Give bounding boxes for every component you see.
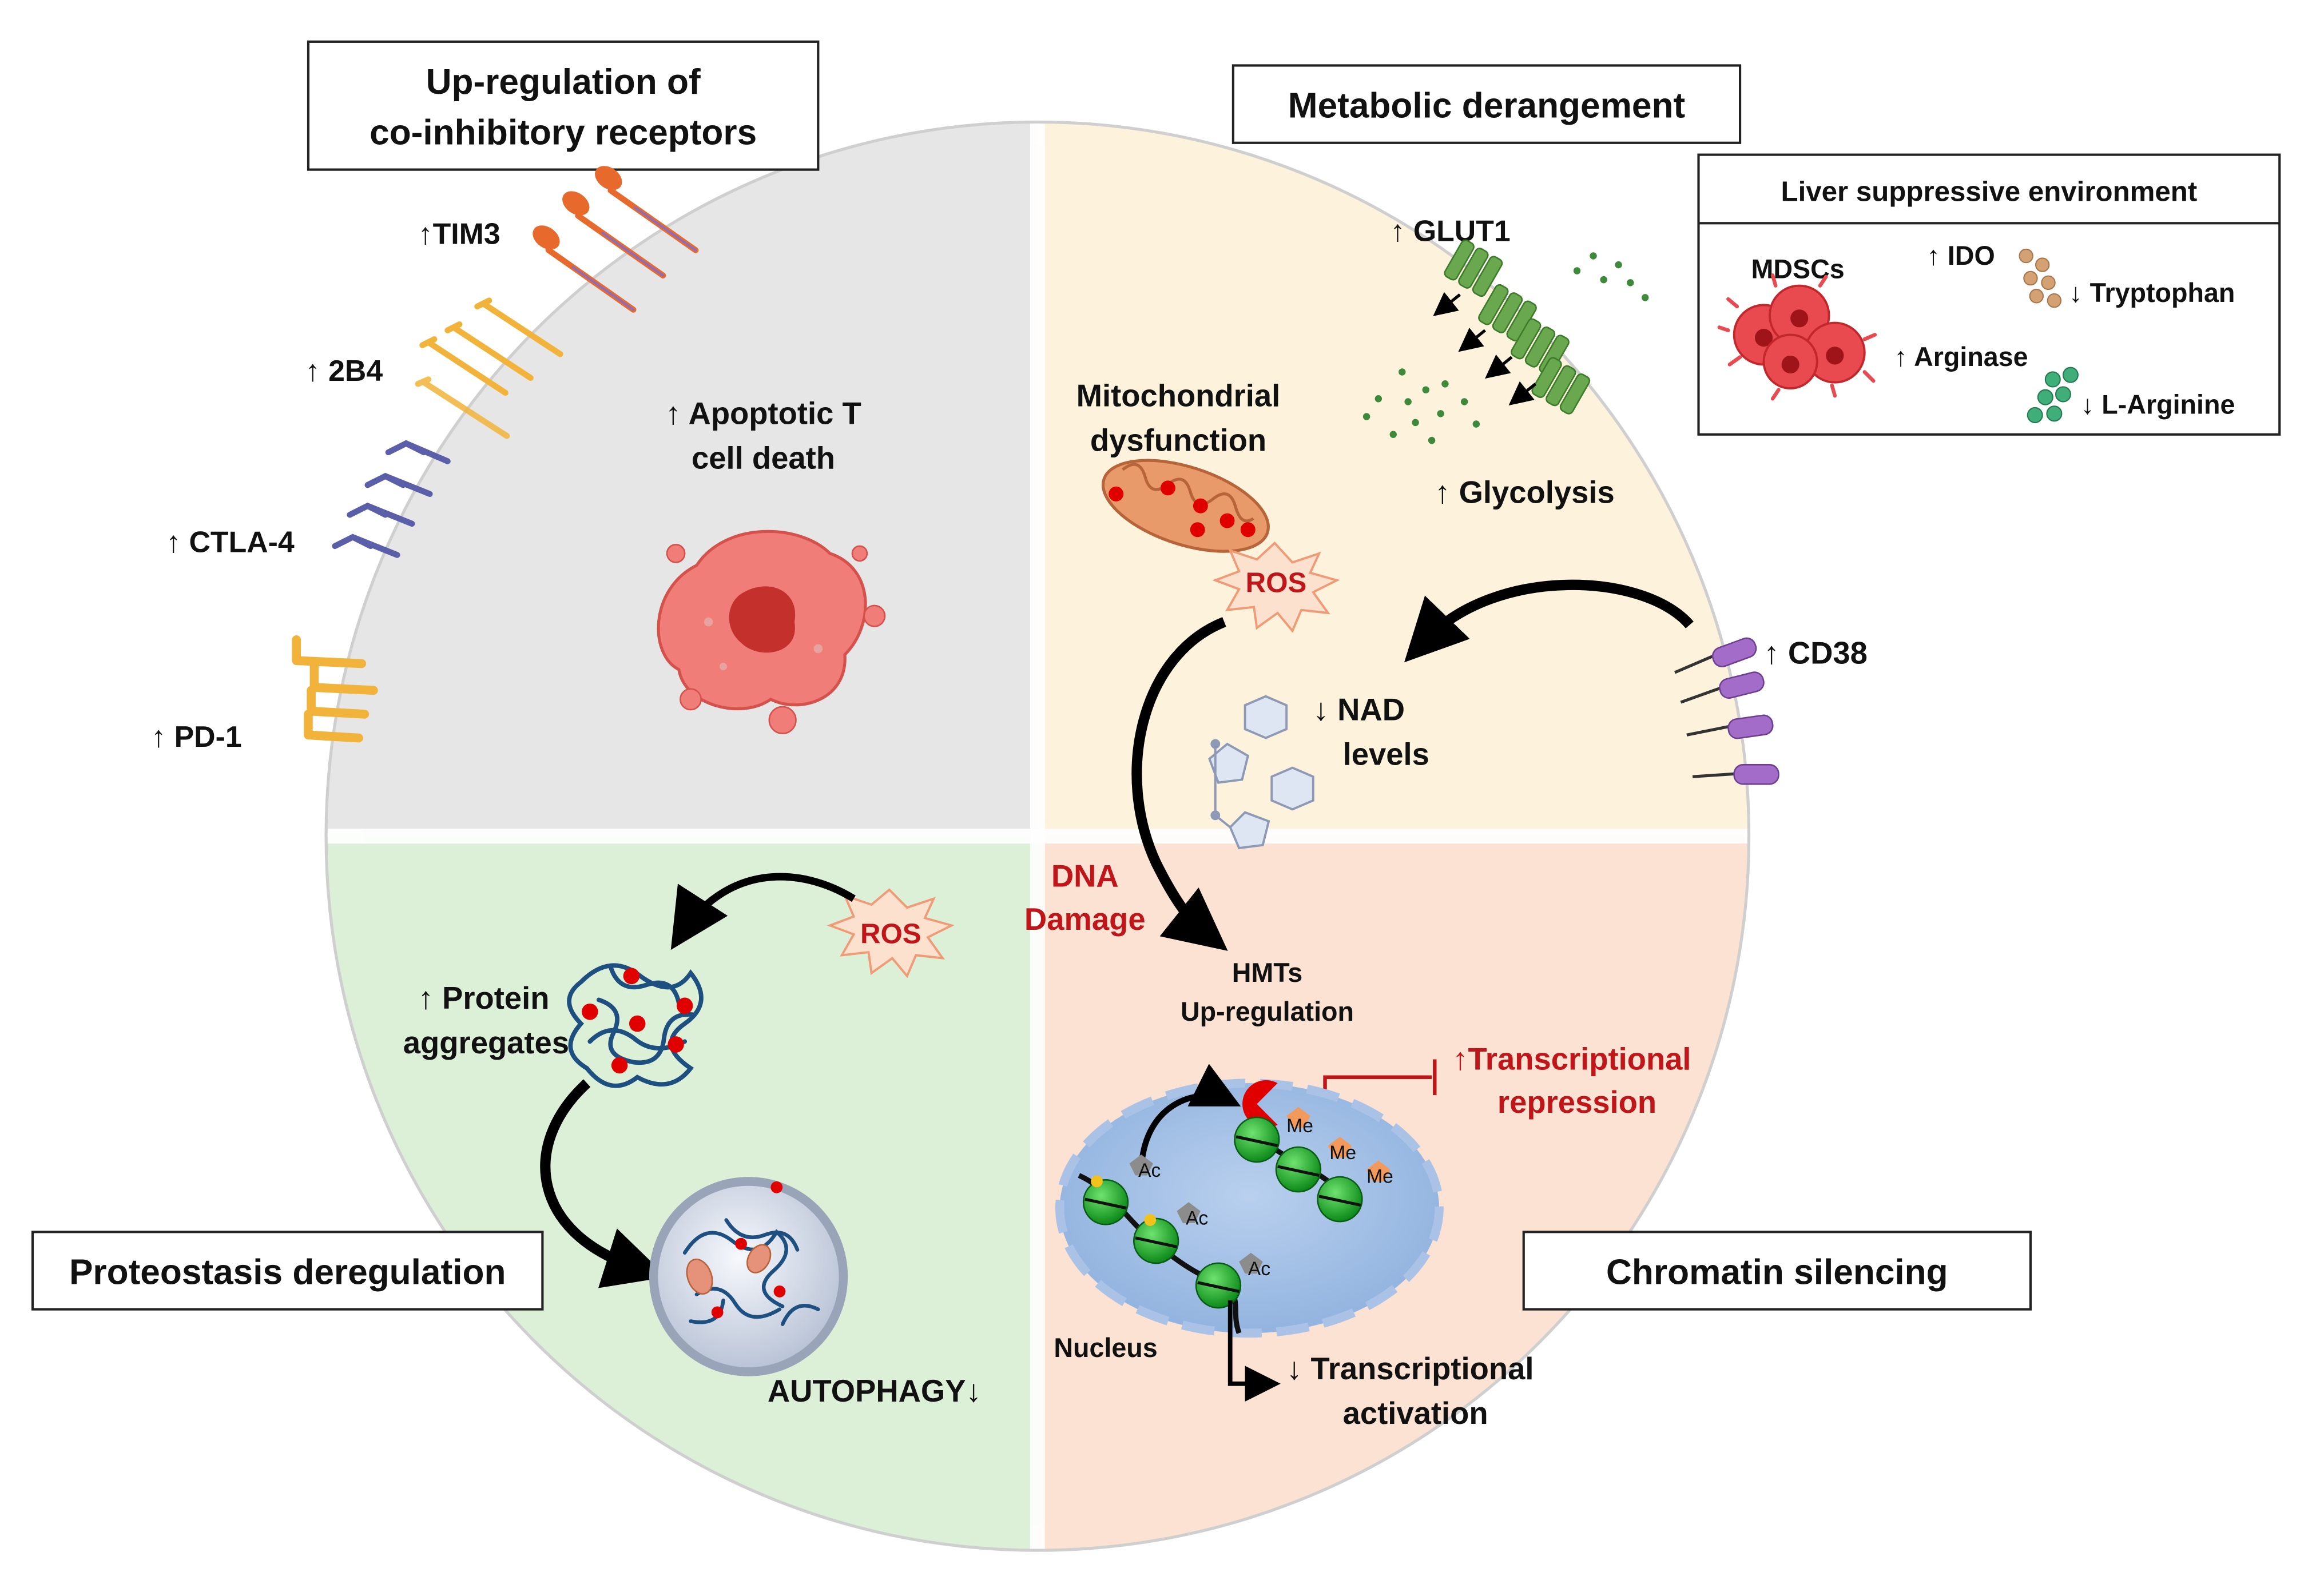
apoptotic-label-line1: ↑ Apoptotic T [665,396,861,431]
glucose-uptake-arrows [1433,292,1537,406]
receptor-labels: ↑TIM3 ↑ 2B4 ↑ CTLA-4 ↑ PD-1 [151,218,500,754]
pd1-receptor-icon [292,635,378,743]
chromatin-title: Chromatin silencing [1606,1252,1948,1292]
glut1-label: ↑ GLUT1 [1391,214,1511,248]
autophagosome-icon [649,1177,848,1376]
liver-environment-box: Liver suppressive environment MDSCs ↑ ID… [1697,153,2281,436]
mdscs-label: MDSCs [1751,254,1845,284]
pd1-label: ↑ PD-1 [151,721,241,754]
mitochondrial-label-line1: Mitochondrial [1076,378,1281,413]
me-tag-2: Me [1329,1142,1356,1164]
quadrant-circle [326,122,1749,1551]
transcriptional-activation-label-line2: activation [1343,1396,1488,1431]
2b4-label: ↑ 2B4 [305,355,383,388]
ctla4-label: ↑ CTLA-4 [166,526,295,559]
glut1-transporter-icon [1444,239,1591,415]
ac-tags: Ac Ac Ac [1129,1155,1270,1280]
ros-to-hmts-arrow [1131,617,1228,951]
hmt-enzyme-icon [1242,1080,1278,1128]
coinhibitory-title-line2: co-inhibitory receptors [370,113,757,152]
dna-damage-label-line1: DNA [1051,859,1119,894]
tryptophan-label: ↓ Tryptophan [2069,278,2235,308]
2b4-receptor-icon [415,297,563,439]
me-tag-3: Me [1366,1165,1393,1187]
apoptotic-label-line2: cell death [692,440,835,475]
me-tag-1: Me [1286,1115,1313,1137]
nad-label-line1: ↓ NAD [1313,692,1405,727]
protein-aggregate-icon [567,963,704,1088]
cd38-label: ↑ CD38 [1764,635,1868,670]
coinhibitory-title-line1: Up-regulation of [426,62,701,102]
nucleus-label: Nucleus [1054,1333,1157,1363]
transcriptional-activation-arrow [1227,1300,1281,1402]
cd38-to-nad-arrow [1404,579,1694,663]
metabolic-title: Metabolic derangement [1288,86,1685,125]
transcriptional-repression-label-line2: repression [1497,1085,1656,1120]
ros-to-aggregates-arrow [670,873,856,950]
ros-burst-mitochondria: ROS [1212,541,1340,633]
protein-aggregates-label-line1: ↑ Protein [418,981,550,1016]
ros-burst-proteostasis: ROS [827,888,955,978]
tim3-label: ↑TIM3 [418,218,500,251]
transcriptional-activation-label-line1: ↓ Transcriptional [1286,1351,1534,1386]
acetyl-to-hmt-arrow [1138,1064,1241,1170]
hmts-label-line2: Up-regulation [1181,997,1354,1026]
ac-tag-2: Ac [1186,1207,1208,1229]
arginine-dots-icon [2027,367,2079,423]
metabolic-title-box: Metabolic derangement [1231,64,1742,144]
cd38-receptor-icon [1674,637,1779,785]
proteostasis-title-box: Proteostasis deregulation [31,1231,544,1311]
ros-label-mito: ROS [1246,567,1307,598]
nad-label-line2: levels [1343,737,1429,771]
arginase-label: ↑ Arginase [1894,342,2028,372]
glucose-dots-icon [1362,252,1649,444]
ido-label: ↑ IDO [1927,241,1995,270]
autophagy-label: AUTOPHAGY↓ [768,1374,982,1408]
acetyl-marks [1091,1175,1157,1226]
chromatin-title-box: Chromatin silencing [1522,1231,2032,1311]
apoptotic-cell-icon [657,530,886,735]
liver-environment-title: Liver suppressive environment [1781,176,2198,207]
mdsc-cells-icon [1717,273,1877,401]
ac-tag-3: Ac [1248,1258,1270,1280]
tim3-receptor-icon [533,166,699,313]
me-tags: Me Me Me [1286,1107,1393,1188]
quadrant-top-left [326,122,1038,837]
transcriptional-repression-label-line1: ↑Transcriptional [1452,1042,1691,1077]
nucleosome-wraps [1084,1135,1361,1293]
hmts-label-line1: HMTs [1232,958,1302,988]
larginine-label: ↓ L-Arginine [2081,389,2235,419]
proteostasis-title: Proteostasis deregulation [69,1252,506,1292]
mitochondrion-icon [1101,459,1270,553]
ac-tag-1: Ac [1138,1160,1161,1181]
ctla4-receptor-icon [332,440,451,558]
ros-label-proteostasis: ROS [860,918,921,949]
coinhibitory-title-box: Up-regulation of co-inhibitory receptors [307,40,820,171]
tryptophan-dots-icon [2019,248,2062,308]
nad-molecule-icon [1208,695,1314,850]
nucleosomes [1082,1116,1363,1309]
mitochondrial-label-line2: dysfunction [1090,423,1266,457]
aggregates-to-autophagy-arrow [540,1079,668,1288]
glycolysis-label: ↑ Glycolysis [1435,475,1615,510]
dna-damage-label-line2: Damage [1024,902,1146,937]
protein-aggregates-label-line2: aggregates [403,1025,569,1060]
